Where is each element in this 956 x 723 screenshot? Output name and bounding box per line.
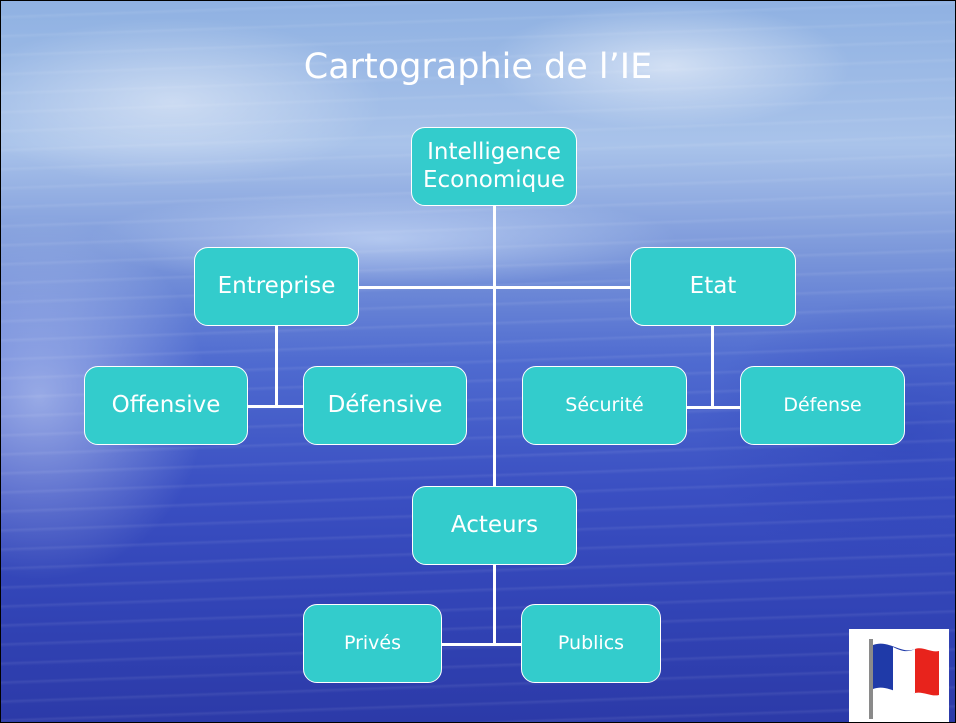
node-defensive: Défensive	[303, 366, 467, 445]
connector-offensive-defensive	[247, 405, 303, 408]
node-defense: Défense	[740, 366, 905, 445]
node-entreprise-label: Entreprise	[217, 272, 336, 299]
node-defensive-label: Défensive	[327, 391, 443, 418]
connector-entreprise-etat	[358, 286, 630, 289]
node-offensive-label: Offensive	[111, 391, 221, 418]
node-defense-label: Défense	[783, 394, 862, 417]
node-root-line2: Economique	[422, 166, 566, 193]
node-publics: Publics	[521, 604, 661, 683]
connector-acteurs-down	[493, 564, 496, 644]
node-etat: Etat	[630, 247, 796, 326]
connector-securite-defense	[686, 406, 741, 409]
node-securite-label: Sécurité	[565, 394, 644, 417]
connector-entreprise-down	[275, 324, 278, 406]
french-flag-icon	[849, 629, 949, 722]
node-publics-label: Publics	[557, 632, 625, 655]
slide-title: Cartographie de l’IE	[303, 47, 653, 87]
node-securite: Sécurité	[522, 366, 687, 445]
node-intelligence-economique: Intelligence Economique	[411, 127, 577, 206]
node-entreprise: Entreprise	[194, 247, 359, 326]
node-acteurs: Acteurs	[412, 486, 577, 565]
connector-root-trunk	[493, 205, 496, 488]
connector-prives-publics	[441, 643, 521, 646]
connector-etat-down	[711, 325, 714, 407]
node-offensive: Offensive	[84, 366, 248, 445]
node-acteurs-label: Acteurs	[450, 511, 539, 538]
node-prives: Privés	[303, 604, 442, 683]
node-etat-label: Etat	[689, 272, 737, 299]
node-prives-label: Privés	[343, 632, 402, 655]
node-root-line1: Intelligence	[427, 138, 561, 165]
